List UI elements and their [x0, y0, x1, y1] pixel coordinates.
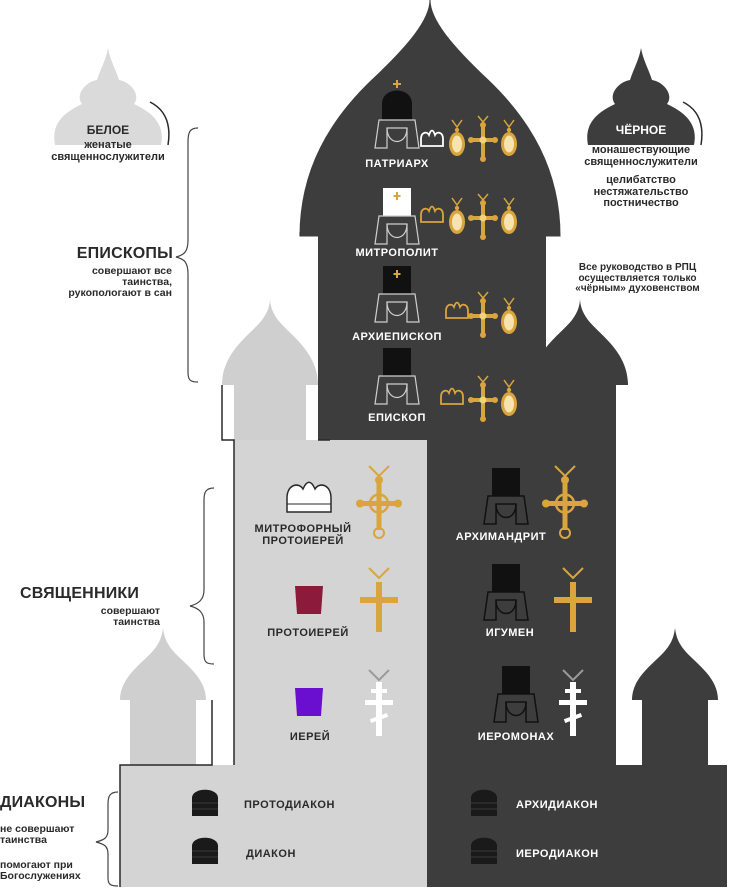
deacons-brace: [95, 791, 119, 887]
deacons-desc-2: помогают при Богослужениях: [0, 859, 81, 883]
rank-protodeacon: ПРОТОДИАКОН: [244, 799, 335, 811]
white-clergy-desc: женатые священнослужители: [51, 139, 165, 163]
priests-title: СВЯЩЕННИКИ: [20, 585, 140, 602]
rank-archimandrite: АРХИМАНДРИТ: [455, 531, 547, 543]
priests-desc: совершают таинства: [100, 605, 160, 629]
rank-hieromonk: ИЕРОМОНАХ: [477, 731, 555, 743]
kamilavka-icon: [295, 586, 323, 614]
black-clergy-vows: целибатство нестяжательство постничество: [593, 174, 689, 210]
bishops-desc: совершают все таинства, рукопологают в с…: [68, 265, 172, 300]
white-clergy-title: БЕЛОЕ: [86, 123, 130, 137]
rank-deacon: ДИАКОН: [246, 848, 296, 860]
rank-mitred-archpriest: МИТРОФОРНЫЙ ПРОТОИЕРЕЙ: [254, 523, 352, 547]
deacons-desc-1: не совершают таинства: [0, 823, 75, 847]
patriarch-headwear-icon: [374, 80, 420, 149]
left-small-dome: [120, 628, 206, 700]
rank-archdeacon: АРХИДИАКОН: [516, 799, 599, 811]
white-base: [120, 765, 427, 887]
black-base: [427, 765, 727, 887]
rank-metropolitan: МИТРОПОЛИТ: [355, 247, 439, 259]
rank-archpriest: ПРОТОИЕРЕЙ: [267, 627, 349, 639]
black-clergy-legend-dome: [587, 48, 703, 146]
metropolitan-klobuk-icon: [374, 188, 420, 245]
mitre-icon: [286, 481, 332, 513]
deacons-title: ДИАКОНЫ: [0, 794, 86, 811]
right-mid-dome: [532, 298, 628, 385]
rank-bishop: ЕПИСКОП: [368, 412, 426, 424]
black-clergy-title: ЧЁРНОЕ: [615, 123, 667, 137]
priests-brace: [189, 487, 215, 665]
cap-icon: [191, 837, 219, 865]
skufia-icon: [295, 688, 323, 716]
rank-priest: ИЕРЕЙ: [289, 731, 331, 743]
bishops-title: ЕПИСКОПЫ: [76, 245, 173, 262]
left-mid-dome: [222, 298, 318, 385]
leadership-note: Все руководство в РПЦ осуществляется тол…: [575, 262, 700, 294]
rank-patriarch: ПАТРИАРХ: [365, 158, 429, 170]
black-clergy-desc: монашествующие священнослужители: [584, 144, 698, 168]
bishops-brace: [175, 127, 199, 383]
cap-icon: [470, 837, 498, 865]
white-clergy-body: [234, 440, 427, 765]
right-small-dome: [632, 628, 718, 700]
rank-archbishop: АРХИЕПИСКОП: [352, 331, 442, 343]
white-clergy-legend-dome: [54, 48, 170, 146]
rank-hegumen: ИГУМЕН: [485, 627, 535, 639]
central-dome: [299, 0, 561, 237]
archbishop-klobuk-icon: [374, 266, 420, 323]
cap-icon: [470, 789, 498, 817]
rank-hierodeacon: ИЕРОДИАКОН: [516, 848, 599, 860]
cap-icon: [191, 789, 219, 817]
